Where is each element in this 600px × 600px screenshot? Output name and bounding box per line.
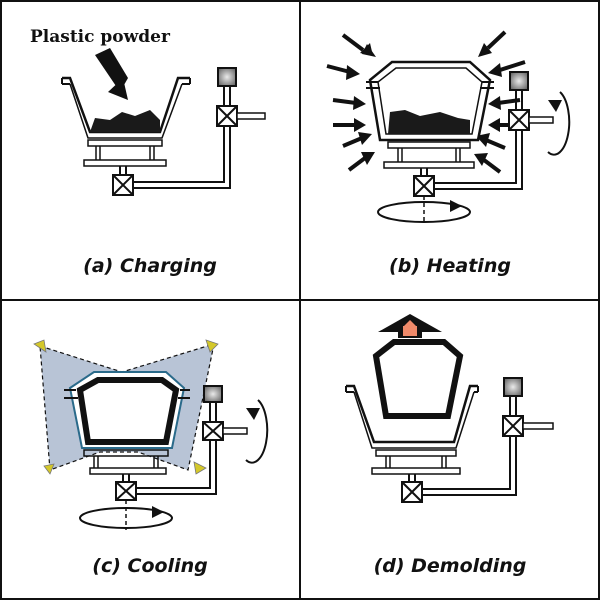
valve-cap-icon [217, 67, 237, 87]
mold-half-open [345, 384, 479, 449]
valve-cap-icon [503, 377, 523, 397]
valve-icon [112, 174, 134, 196]
caption-heating: (b) Heating [389, 255, 511, 277]
valve-icon [401, 481, 423, 503]
panel-charging: Plastic powder [30, 27, 266, 277]
spray-nozzle-icon [33, 339, 219, 475]
rotation-arrow-icon [377, 200, 471, 223]
plastic-powder-label: Plastic powder [30, 27, 171, 47]
valve-icon [115, 481, 137, 501]
molded-part [372, 339, 464, 419]
mold-frame [383, 141, 475, 169]
rotation-arrow-icon [547, 91, 571, 156]
mold-frame [83, 139, 167, 167]
caption-charging: (a) Charging [83, 255, 217, 277]
caption-demolding: (d) Demolding [374, 555, 527, 577]
powder-arrow-icon [95, 48, 128, 100]
valve-icon [502, 415, 524, 437]
valve-icon [413, 175, 435, 197]
melting-powder [388, 110, 470, 134]
valve-icon [202, 421, 224, 441]
valve-cap-icon [509, 71, 529, 91]
valve-cap-icon [203, 385, 223, 403]
lift-arrow-icon [378, 314, 442, 338]
panel-heating: (b) Heating [326, 30, 571, 277]
valve-icon [216, 105, 238, 127]
panel-cooling: (c) Cooling [33, 339, 269, 577]
valve-icon [508, 109, 530, 131]
powder-pile [90, 110, 160, 132]
panel-demolding: (d) Demolding [345, 314, 554, 577]
mold-closed [64, 371, 190, 449]
mold-frame [371, 449, 461, 475]
rotation-arrow-icon [79, 506, 173, 529]
rotation-arrow-icon [245, 399, 269, 464]
caption-cooling: (c) Cooling [92, 555, 207, 577]
